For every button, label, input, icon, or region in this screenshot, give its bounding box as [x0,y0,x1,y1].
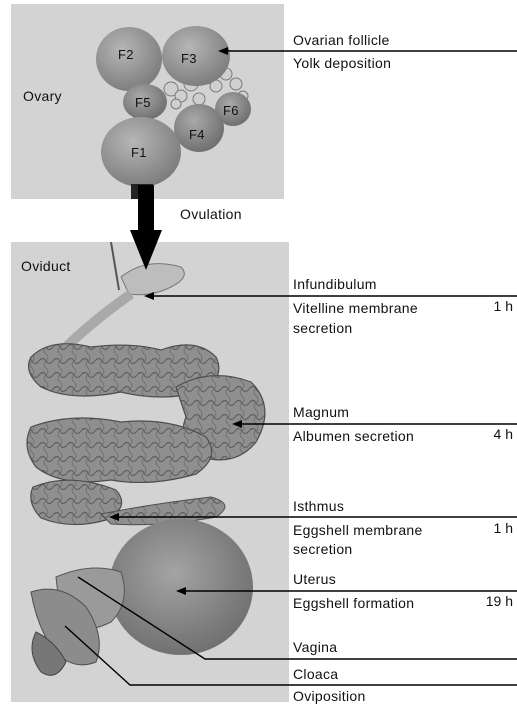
eggshell-formation-time: 19 h [473,593,513,609]
albumen-label: Albumen secretion [293,428,414,444]
uterus-label: Uterus [293,571,336,587]
vitelline-time: 1 h [473,298,513,314]
infundibulum-label: Infundibulum [293,276,377,292]
oviposition-label: Oviposition [293,688,366,704]
vitelline-secretion-label: secretion [293,320,353,336]
vitelline-label: Vitelline membrane [293,300,418,316]
eggshell-membrane-secretion-label: secretion [293,541,353,557]
ovarian-follicle-label: Ovarian follicle [293,32,390,48]
yolk-deposition-label: Yolk deposition [293,55,391,71]
magnum-label: Magnum [293,404,349,420]
eggshell-membrane-label: Eggshell membrane [293,522,423,538]
cloaca-pointer-line [65,626,517,685]
eggshell-formation-label: Eggshell formation [293,595,414,611]
ovulation-arrow-icon [130,185,162,270]
vagina-label: Vagina [293,639,337,655]
cloaca-label: Cloaca [293,666,338,682]
isthmus-label: Isthmus [293,498,344,514]
eggshell-membrane-time: 1 h [473,520,513,536]
albumen-time: 4 h [473,426,513,442]
ovulation-label: Ovulation [180,206,242,222]
